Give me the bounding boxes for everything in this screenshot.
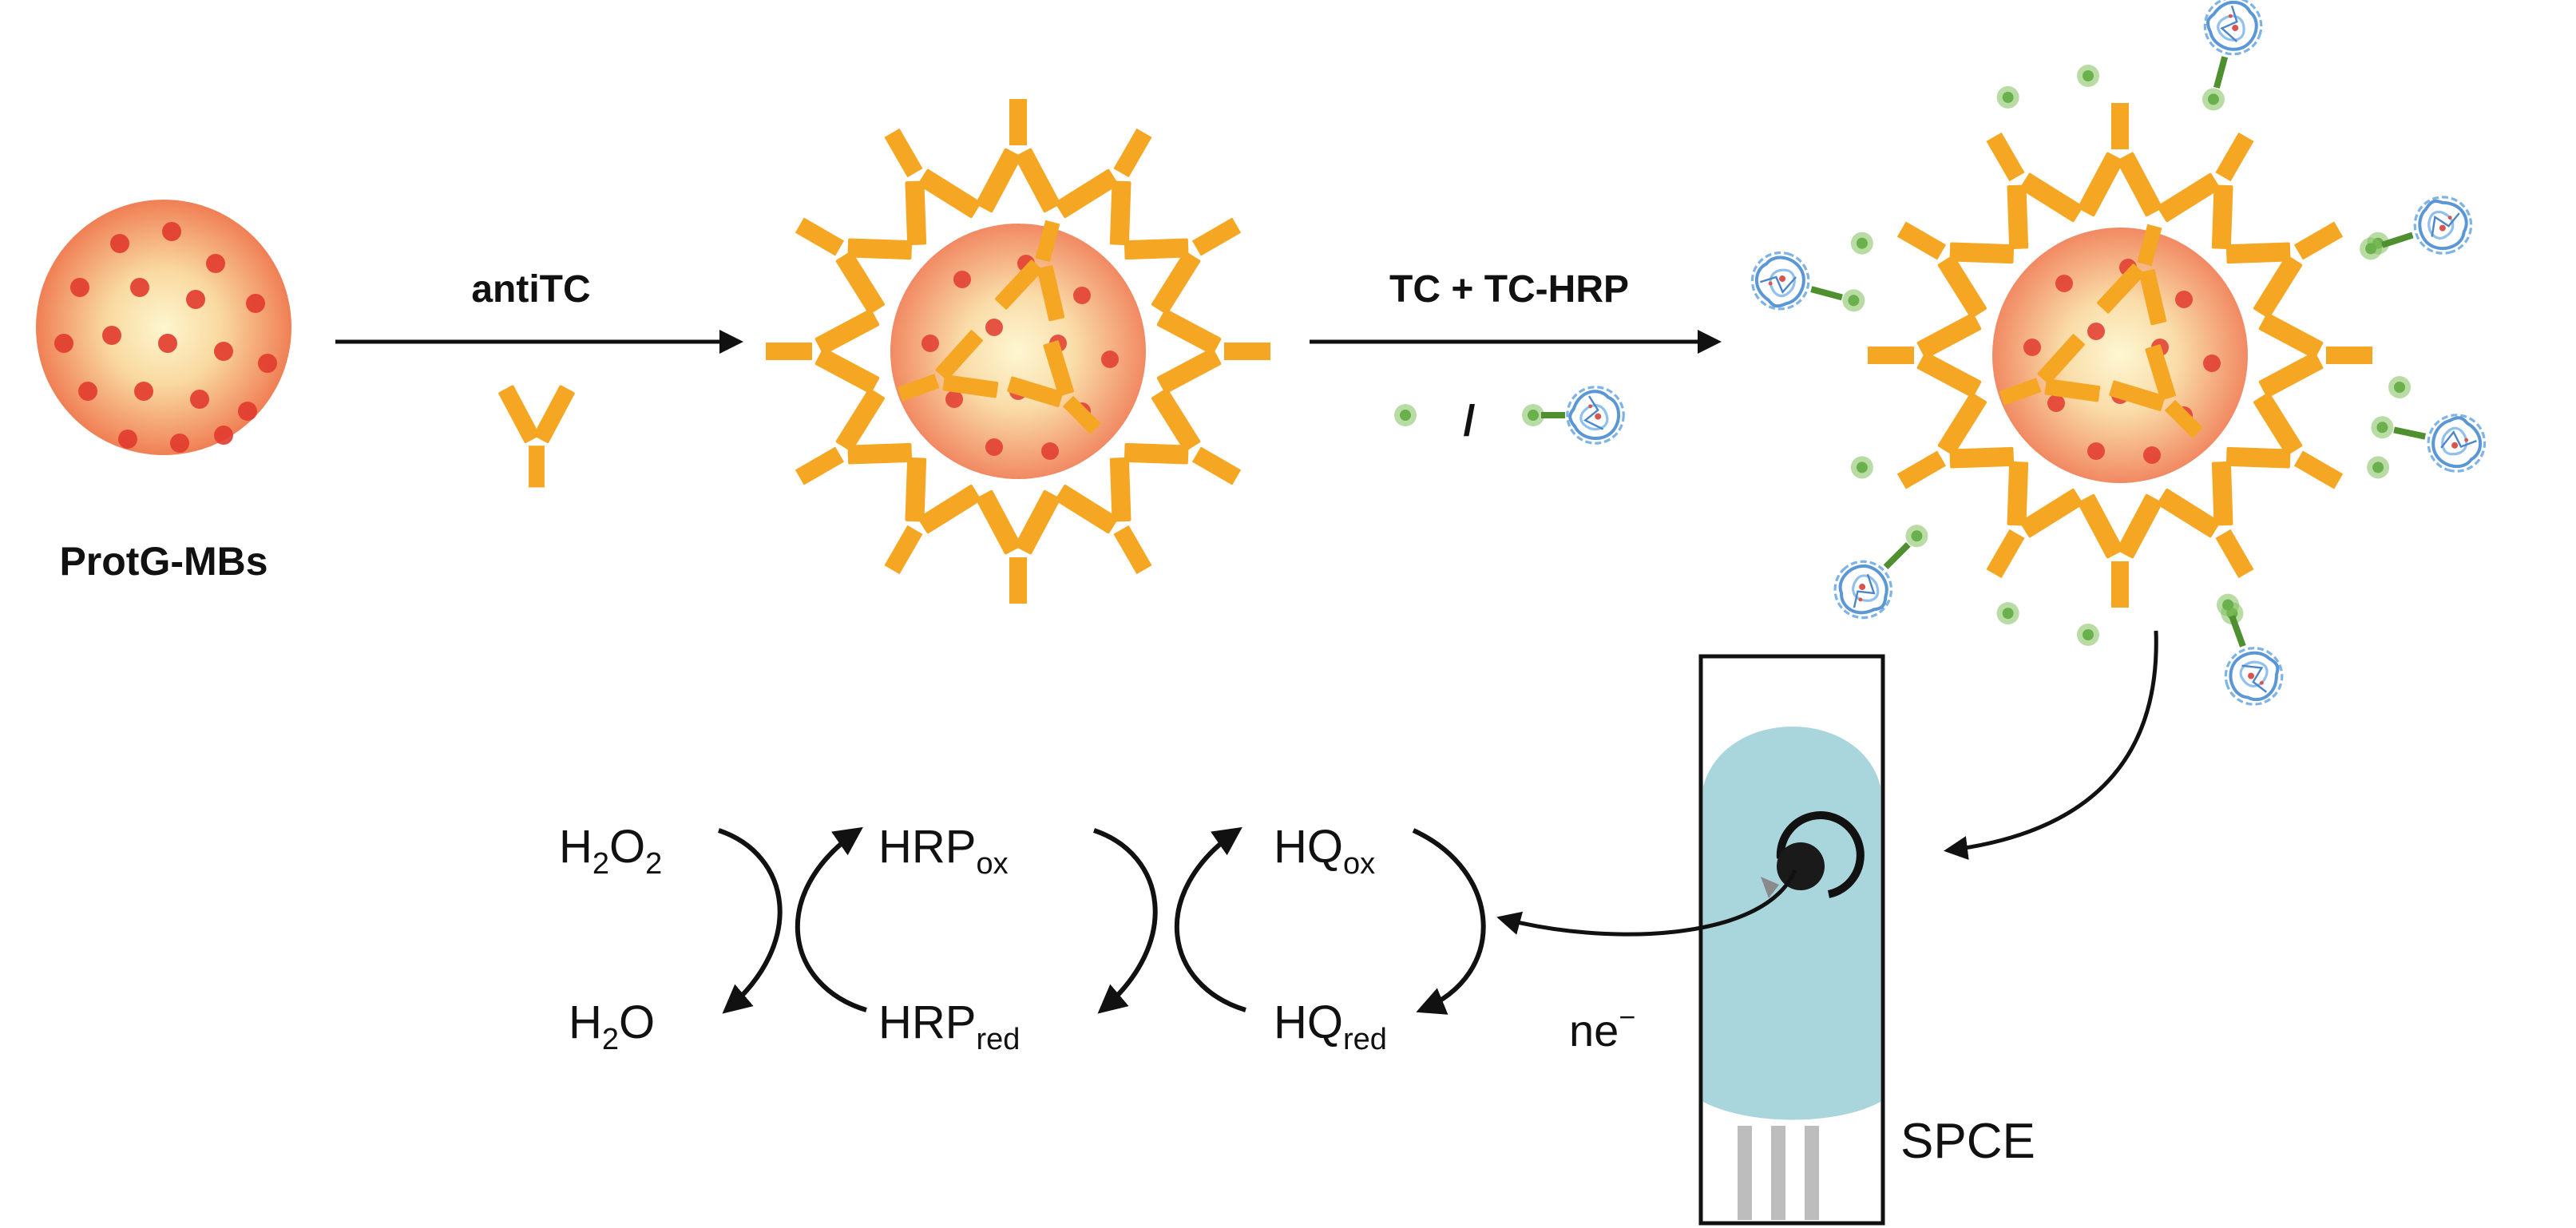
hq-red-label: HQred bbox=[1274, 996, 1387, 1056]
hrp-red-main: HRP bbox=[878, 996, 976, 1048]
h2o-h-sub: 2 bbox=[602, 1023, 619, 1056]
step1-label: antiTC bbox=[471, 268, 590, 311]
hq-reduction-arrow bbox=[1412, 828, 1486, 1015]
slash-label: / bbox=[1463, 397, 1475, 445]
hq-ox-sub: ox bbox=[1343, 847, 1375, 881]
reaction-arrows-hrp-hq bbox=[1093, 826, 1246, 1014]
electrons-label: ne− bbox=[1569, 1000, 1635, 1056]
hrp-red-sub: red bbox=[976, 1023, 1020, 1056]
transfer-arrow bbox=[1944, 630, 2158, 860]
hq-ox-label: HQox bbox=[1274, 821, 1375, 881]
reaction-arrows-h2o2-hrp bbox=[718, 826, 867, 1014]
h2o2-label: H2O2 bbox=[559, 821, 662, 881]
h2o2-h: H bbox=[559, 821, 592, 873]
electrode-label: SPCE bbox=[1900, 1114, 2035, 1169]
tc-hapten-icon bbox=[1394, 404, 1417, 426]
h2o-h: H bbox=[569, 996, 602, 1048]
spce-electrode bbox=[1698, 654, 1885, 1226]
antibody-icon bbox=[497, 384, 576, 488]
hrp-ox-sub: ox bbox=[976, 847, 1008, 881]
h2o2-h-sub: 2 bbox=[592, 847, 609, 881]
protg-magnetic-bead bbox=[36, 200, 291, 455]
h2o2-o: O bbox=[609, 821, 645, 873]
tc-hrp-conjugate-icon bbox=[1522, 387, 1623, 443]
hrp-red-label: HRPred bbox=[878, 996, 1020, 1056]
electrons-text: ne bbox=[1569, 1005, 1619, 1056]
hq-ox-main: HQ bbox=[1274, 821, 1343, 873]
bound-tc-hrp-conjugates bbox=[1746, 0, 2491, 712]
beads-label: ProtG-MBs bbox=[59, 539, 268, 584]
antibody-coated-bead bbox=[766, 99, 1270, 604]
immunocomplex-bead bbox=[1746, 0, 2491, 712]
h2o-label: H2O bbox=[569, 996, 655, 1056]
h2o2-o-sub: 2 bbox=[645, 847, 662, 881]
hrp-ox-label: HRPox bbox=[878, 821, 1009, 881]
electron-flow-arrow bbox=[1496, 870, 1797, 937]
h2o-o: O bbox=[619, 996, 655, 1048]
hq-red-main: HQ bbox=[1274, 996, 1343, 1048]
hrp-ox-main: HRP bbox=[878, 821, 976, 873]
electrons-sup: − bbox=[1619, 1000, 1635, 1033]
step2-label: TC + TC-HRP bbox=[1389, 268, 1629, 311]
protein-g-dots bbox=[54, 222, 277, 453]
hq-red-sub: red bbox=[1343, 1023, 1387, 1056]
electrode-contacts bbox=[1738, 1126, 1819, 1220]
